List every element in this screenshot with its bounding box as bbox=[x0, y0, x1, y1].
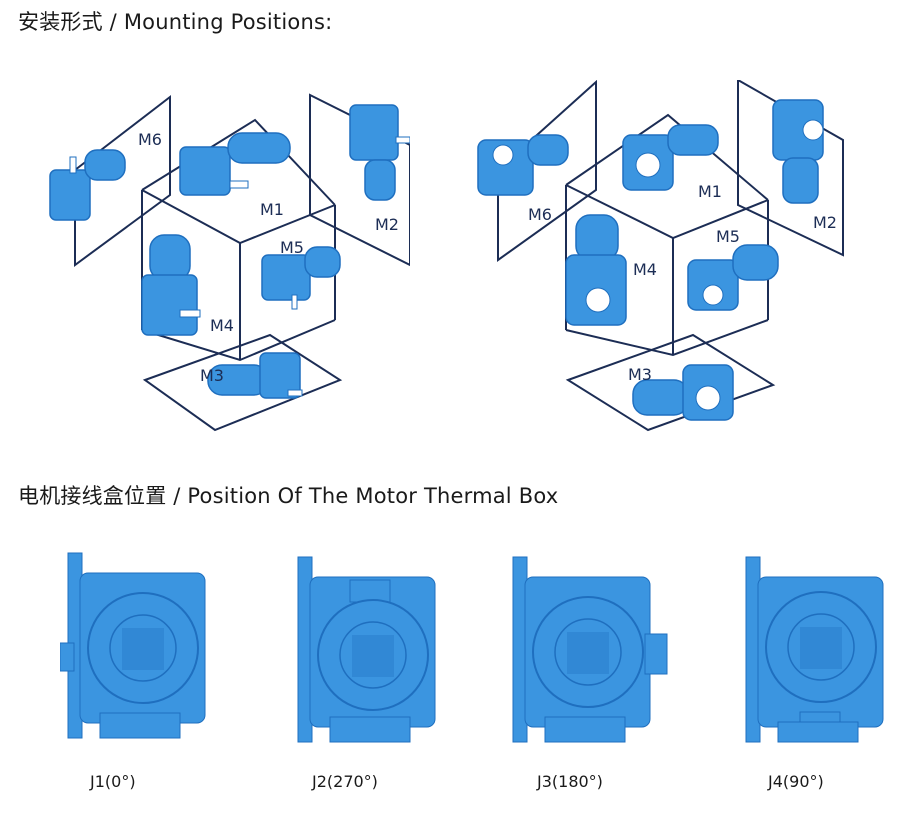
m3-label-left: M3 bbox=[200, 366, 224, 385]
thermal-j3-view bbox=[512, 556, 668, 743]
mounting-diagram-left: M1 M2 M3 M4 M5 M6 bbox=[49, 93, 410, 432]
m2-label-right: M2 bbox=[813, 213, 837, 232]
thermal-j1-view bbox=[60, 552, 206, 739]
mounting-diagram-right: M1 M2 M3 M4 M5 M6 bbox=[477, 80, 844, 432]
m6-label-right: M6 bbox=[528, 205, 552, 224]
thermal-j4-view bbox=[745, 556, 884, 743]
mounting-positions-heading: 安装形式 / Mounting Positions: bbox=[18, 10, 333, 34]
thermal-j2-caption: J2(270°) bbox=[312, 772, 378, 791]
m1-label-left: M1 bbox=[260, 200, 284, 219]
m1-label-right: M1 bbox=[698, 182, 722, 201]
m5-label-left: M5 bbox=[280, 238, 304, 257]
thermal-j2-view bbox=[297, 556, 436, 743]
thermal-box-heading: 电机接线盒位置 / Position Of The Motor Thermal … bbox=[18, 484, 559, 508]
m4-label-right: M4 bbox=[633, 260, 657, 279]
thermal-j4-caption: J4(90°) bbox=[768, 772, 824, 791]
thermal-j1-caption: J1(0°) bbox=[90, 772, 136, 791]
m4-label-left: M4 bbox=[210, 316, 234, 335]
m5-label-right: M5 bbox=[716, 227, 740, 246]
m3-label-right: M3 bbox=[628, 365, 652, 384]
m6-label-left: M6 bbox=[138, 130, 162, 149]
thermal-j3-caption: J3(180°) bbox=[537, 772, 603, 791]
m2-label-left: M2 bbox=[375, 215, 399, 234]
